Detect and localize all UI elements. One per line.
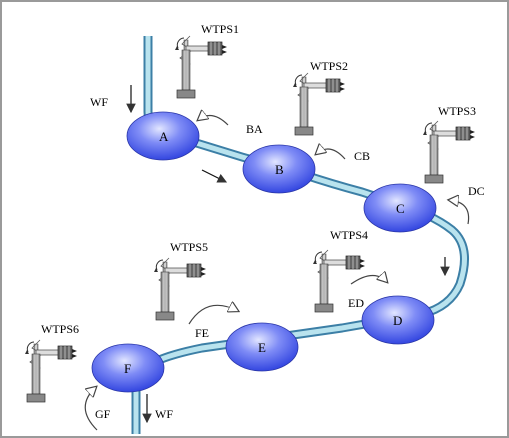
- node-d-label: D: [393, 313, 402, 328]
- wtps3-station-icon: [422, 120, 476, 184]
- wtps5-label: WTPS5: [170, 240, 208, 254]
- wtps4-label: WTPS4: [330, 228, 368, 242]
- flow-labels: WF WF: [90, 95, 173, 421]
- node-b-label: B: [275, 162, 284, 177]
- node-c: [363, 183, 437, 233]
- wtps2-station-icon: [292, 72, 346, 136]
- wtps6-station-icon: [24, 339, 78, 403]
- wtps3-label: WTPS3: [438, 104, 476, 118]
- flow-arrows: [126, 85, 450, 424]
- exchange-ed-label: ED: [348, 296, 364, 310]
- exchange-cb-label: CB: [354, 149, 370, 163]
- node-e: [225, 322, 299, 372]
- node-e-label: E: [258, 340, 266, 355]
- wtps1-label: WTPS1: [201, 22, 239, 36]
- wtps1-station-icon: [174, 35, 228, 99]
- station-labels: WTPS1 WTPS2 WTPS3 WTPS4 WTPS5 WTPS6: [41, 22, 476, 336]
- node-f: [91, 343, 165, 393]
- exchange-labels: BA CB DC ED FE GF: [95, 122, 485, 421]
- inlet-flow-label: WF: [90, 95, 108, 109]
- wtps2-label: WTPS2: [310, 59, 348, 73]
- exchange-ba-label: BA: [246, 122, 263, 136]
- node-a-label: A: [159, 129, 169, 144]
- outlet-flow-label: WF: [155, 407, 173, 421]
- wtps6-label: WTPS6: [41, 322, 79, 336]
- wtps5-station-icon: [153, 257, 207, 321]
- exchange-arrows: [84, 116, 470, 431]
- exchange-fe-label: FE: [195, 326, 209, 340]
- node-a: [126, 111, 200, 161]
- pipe-flow-arrow-ab: [201, 169, 228, 183]
- node-f-label: F: [124, 361, 131, 376]
- node-c-label: C: [396, 201, 405, 216]
- exchange-dc-label: DC: [468, 184, 485, 198]
- nodes: A B C D E F: [91, 111, 437, 393]
- node-d: [361, 295, 435, 345]
- exchange-gf-label: GF: [95, 407, 111, 421]
- node-b: [242, 144, 316, 194]
- pipeline: [131, 36, 469, 434]
